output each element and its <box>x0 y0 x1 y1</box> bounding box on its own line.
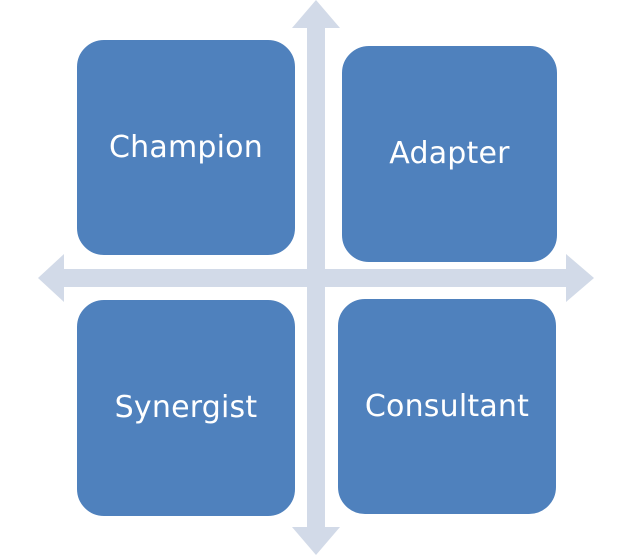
quadrant-top-right: Adapter <box>339 43 560 265</box>
quadrant-label-synergist: Synergist <box>114 390 258 425</box>
quadrant-label-adapter: Adapter <box>389 136 510 171</box>
horizontal-axis-arrow-left-icon <box>38 254 64 302</box>
quadrant-bottom-right: Consultant <box>335 296 559 517</box>
horizontal-axis-arrow-right-icon <box>566 254 594 302</box>
quadrant-label-champion: Champion <box>109 129 263 165</box>
vertical-axis-arrow-down-icon <box>292 527 340 555</box>
quadrant-bottom-left: Synergist <box>74 297 298 519</box>
quadrant-top-left: Champion <box>74 37 298 258</box>
horizontal-axis-shaft <box>62 269 568 287</box>
vertical-axis-arrow-up-icon <box>292 0 340 28</box>
quadrant-label-consultant: Consultant <box>364 388 530 424</box>
